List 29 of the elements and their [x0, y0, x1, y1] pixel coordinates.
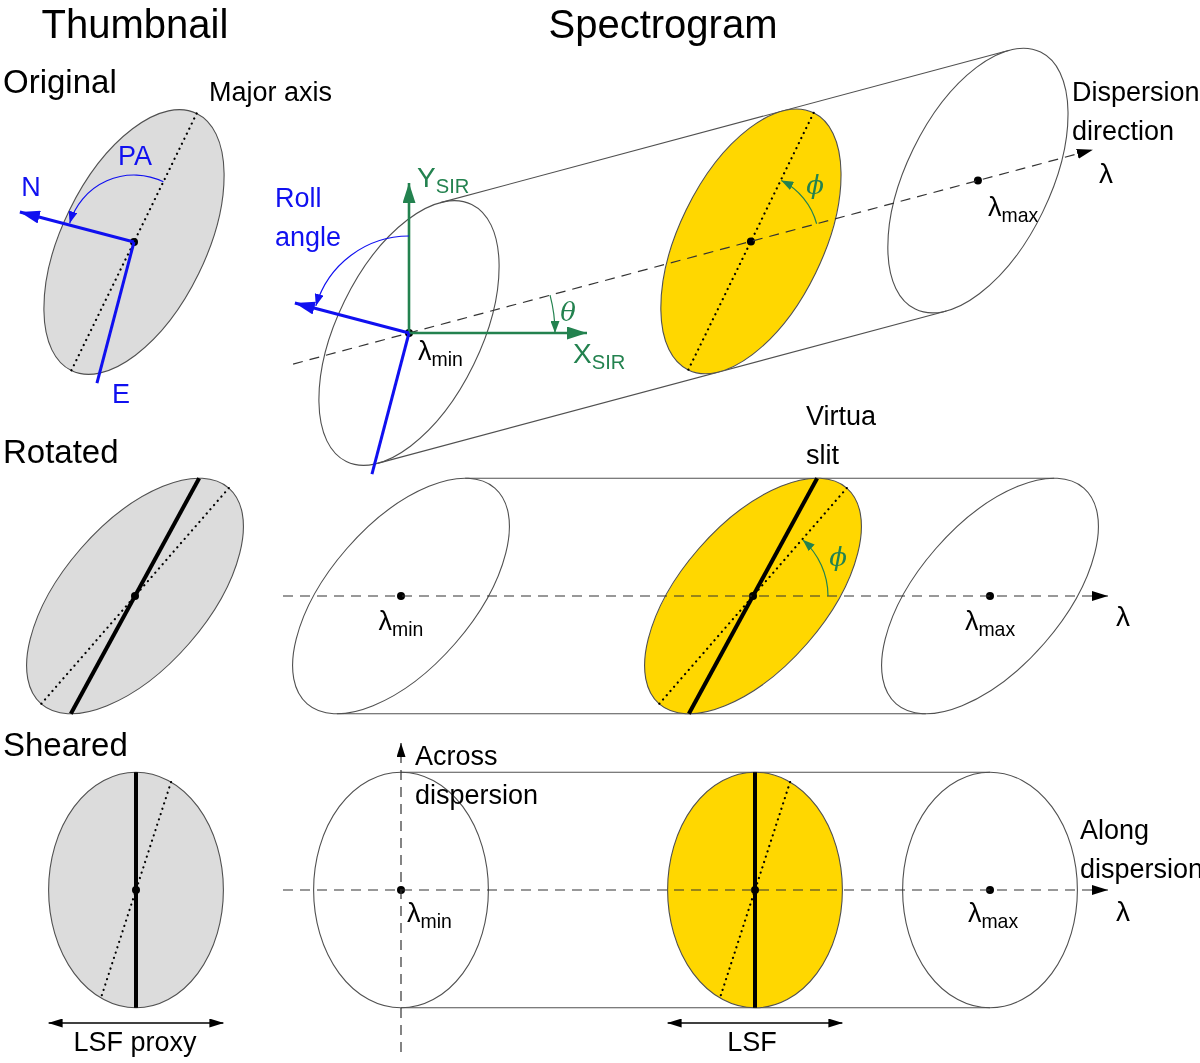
axis-label: Across dispersion: [415, 739, 539, 812]
row-label: Sheared: [3, 726, 128, 764]
row-label: Original: [3, 63, 117, 101]
axis-label: X$_{SIR}$: [573, 337, 626, 371]
angle-label: ϕ: [829, 543, 847, 573]
direction-label: E: [112, 379, 130, 411]
column-heading: Thumbnail: [41, 1, 229, 47]
point-label: λ$_{max}$: [988, 192, 1039, 224]
dimension-label: LSF proxy: [73, 1027, 197, 1059]
angle-label: θ: [560, 298, 576, 328]
row-label: Rotated: [3, 433, 119, 471]
point-label: λ$_{min}$: [418, 336, 463, 368]
axis-label: Y$_{SIR}$: [417, 161, 470, 195]
point-label: λ$_{min}$: [407, 898, 452, 930]
axis-label: λ: [1099, 157, 1113, 191]
point-label: λ$_{max}$: [967, 898, 1019, 930]
direction-label: N: [21, 172, 41, 204]
annotation-label: Dispersion direction: [1072, 75, 1200, 148]
dimension-label: LSF: [727, 1027, 777, 1059]
angle-label: Roll angle: [275, 181, 342, 254]
annotation-label: Virtua slit: [806, 399, 877, 472]
angle-label: PA: [118, 141, 152, 173]
column-heading: Spectrogram: [548, 1, 778, 47]
angle-label: ϕ: [806, 171, 824, 201]
point-label: λ$_{max}$: [964, 606, 1016, 638]
axis-label: λ: [1116, 600, 1130, 634]
point-label: λ$_{min}$: [378, 606, 424, 638]
annotation-label: Major axis: [209, 77, 333, 109]
axis-label: λ: [1116, 895, 1130, 929]
